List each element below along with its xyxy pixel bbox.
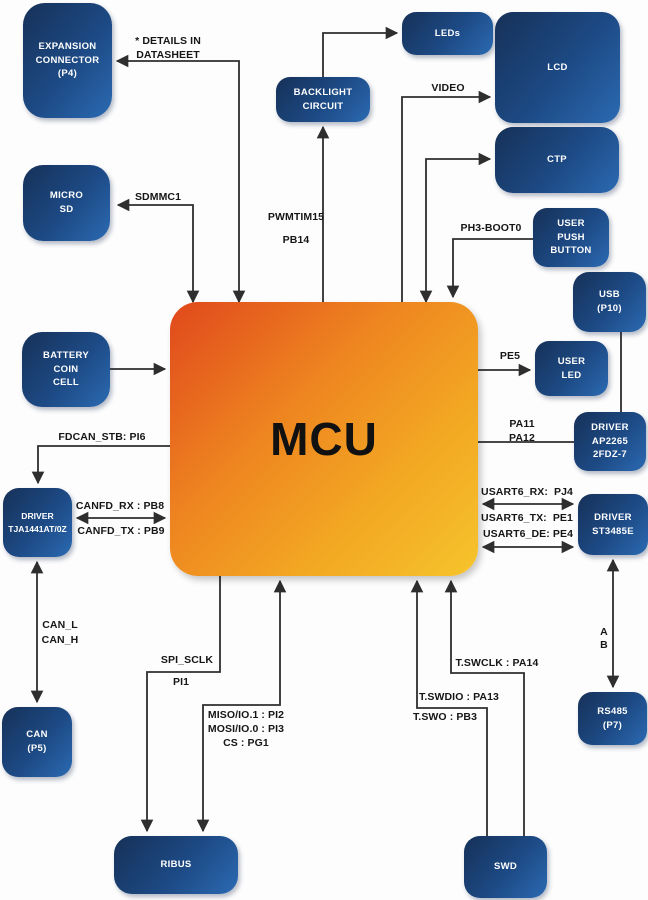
connector-backlight-leds xyxy=(322,26,399,77)
block-micro-sd: MICRO SD xyxy=(23,165,110,241)
label-t-swo: T.SWO : PB3 xyxy=(412,711,478,723)
block-battery-coin-cell: BATTERY COIN CELL xyxy=(22,332,110,407)
connector-boot0 xyxy=(446,238,533,299)
block-label: USER LED xyxy=(557,355,586,381)
block-usb-connector: USB (P10) xyxy=(573,272,646,332)
connector-swclk xyxy=(444,579,525,836)
connector-ctp xyxy=(419,152,492,304)
block-label: BATTERY COIN CELL xyxy=(43,349,89,389)
label-spi-sclk-pin: PI1 xyxy=(172,676,190,688)
connector-expansion xyxy=(115,54,246,304)
block-backlight-circuit: BACKLIGHT CIRCUIT xyxy=(276,77,370,122)
label-fdcan-stb: FDCAN_STB: PI6 xyxy=(58,431,146,443)
block-label: CTP xyxy=(547,154,567,166)
block-can-driver: DRIVER TJA1441AT/0Z xyxy=(3,488,72,557)
block-label: RIBUS xyxy=(160,859,192,871)
block-ctp: CTP xyxy=(495,127,619,193)
block-label: LEDs xyxy=(434,27,461,39)
label-usart6-de: USART6_DE: PE4 xyxy=(482,528,574,540)
connector-swdio-swo xyxy=(410,579,488,836)
label-canfd-rx: CANFD_RX : PB8 xyxy=(75,500,165,512)
block-swd: SWD xyxy=(464,836,547,898)
connector-sdmmc1 xyxy=(116,198,200,304)
block-label: DRIVER AP2265 2FDZ-7 xyxy=(591,421,629,461)
connector-fdcan-stb xyxy=(31,445,170,485)
label-spi-data-pins: MISO/IO.1 : PI2 MOSI/IO.0 : PI3 CS : PG1 xyxy=(207,709,285,749)
mcu-label: MCU xyxy=(270,412,378,465)
block-lcd: LCD xyxy=(495,12,620,123)
label-pwmtim15-pb14: PWMTIM15 PB14 xyxy=(267,211,325,246)
block-label: USB (P10) xyxy=(597,289,622,314)
label-pe5: PE5 xyxy=(499,350,521,362)
connector-video xyxy=(401,90,492,302)
label-usart6-tx: USART6_TX: PE1 xyxy=(481,512,573,524)
block-label: MICRO SD xyxy=(49,190,84,215)
label-spi-sclk: SPI_SCLK xyxy=(160,654,214,666)
label-sdmmc1: SDMMC1 xyxy=(134,191,182,203)
label-ph3-boot0: PH3-BOOT0 xyxy=(460,222,522,234)
connector-spi-data xyxy=(196,579,287,833)
block-user-led: USER LED xyxy=(535,341,608,396)
label-t-swclk: T.SWCLK : PA14 xyxy=(455,657,539,669)
block-user-push-button: USER PUSH BUTTON xyxy=(533,208,609,267)
block-label: USER PUSH BUTTON xyxy=(550,217,592,257)
label-canfd-tx: CANFD_TX : PB9 xyxy=(77,525,165,537)
block-can-connector: CAN (P5) xyxy=(2,707,72,777)
block-rs485-connector: RS485 (P7) xyxy=(578,692,647,745)
label-usart6-rx: USART6_RX: PJ4 xyxy=(481,486,573,498)
block-expansion-connector: EXPANSION CONNECTOR (P4) xyxy=(23,3,112,118)
block-label: DRIVER ST3485E xyxy=(592,511,634,537)
block-label: LCD xyxy=(547,61,568,73)
block-leds: LEDs xyxy=(402,12,493,55)
label-can-l-can-h: CAN_L CAN_H xyxy=(41,619,79,646)
label-details-in-datasheet: * DETAILS IN DATASHEET xyxy=(135,35,201,61)
block-ribus: RIBUS xyxy=(114,836,238,894)
block-label: DRIVER TJA1441AT/0Z xyxy=(8,511,67,534)
block-mcu: MCU xyxy=(170,302,478,576)
block-label: BACKLIGHT CIRCUIT xyxy=(293,86,353,112)
label-t-swdio: T.SWDIO : PA13 xyxy=(419,691,499,703)
block-label: CAN (P5) xyxy=(26,729,48,754)
label-pa11-pa12: PA11 PA12 xyxy=(509,418,535,444)
connector-spi-sclk xyxy=(140,576,221,833)
block-label: SWD xyxy=(493,861,518,873)
block-label: EXPANSION CONNECTOR (P4) xyxy=(35,40,100,80)
label-a-b: A B xyxy=(600,626,608,651)
block-usb-driver: DRIVER AP2265 2FDZ-7 xyxy=(574,412,646,471)
block-label: RS485 (P7) xyxy=(597,705,628,731)
block-rs485-driver: DRIVER ST3485E xyxy=(578,494,648,555)
label-video: VIDEO xyxy=(431,82,465,94)
